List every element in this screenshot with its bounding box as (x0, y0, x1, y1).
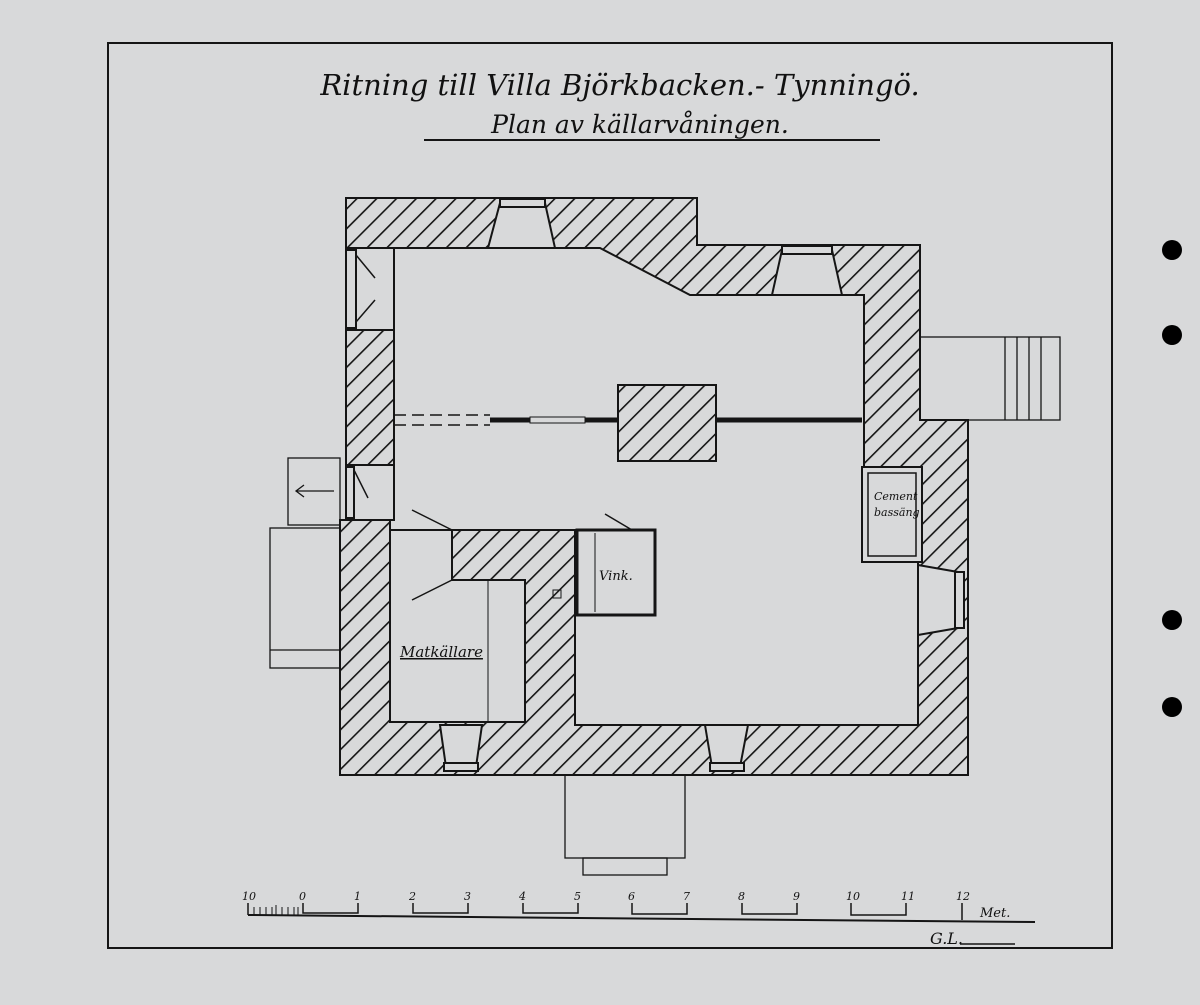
label-vink: Vink. (599, 569, 633, 584)
vink-room (575, 528, 657, 617)
scale-unit: Met. (979, 906, 1010, 921)
scale-tick: 0 (299, 890, 306, 903)
scale-tick: 11 (901, 890, 915, 903)
scale-tick: 8 (738, 890, 745, 903)
dashed-beam (394, 414, 490, 426)
signature: G.L. (930, 929, 963, 948)
drawing-border (107, 42, 1113, 949)
left-annex (269, 457, 686, 876)
scale-tick: 1 (354, 890, 361, 903)
scale-bar (247, 903, 1036, 923)
label-cement: Cement (874, 490, 918, 503)
door-swings (353, 254, 633, 601)
scale-tick: 10 (846, 890, 860, 903)
scale-tick: 7 (683, 890, 690, 903)
scale-tick: 12 (956, 890, 970, 903)
scale-tick: 6 (628, 890, 635, 903)
title-line-1: Ritning till Villa Björkbacken.- Tynning… (319, 68, 919, 102)
title-line-2: Plan av källarvåningen. (490, 110, 789, 139)
chimney (617, 384, 717, 462)
scale-labels: 10 0 1 2 3 4 5 6 7 8 9 10 11 12 Met. (242, 890, 1010, 921)
scale-tick: 2 (408, 890, 416, 903)
windows (345, 198, 965, 772)
label-bassang: bassäng (874, 506, 920, 519)
cement-basin (861, 466, 923, 563)
punch-holes (1162, 240, 1182, 717)
exterior-stairs (919, 336, 1061, 421)
scale-tick: 3 (464, 890, 471, 903)
scale-tick: 4 (518, 890, 526, 903)
scale-tick: 9 (793, 890, 800, 903)
label-matkallare: Matkällare (399, 643, 483, 661)
scale-tick: 5 (574, 890, 581, 903)
scale-tick: 10 (242, 890, 256, 903)
